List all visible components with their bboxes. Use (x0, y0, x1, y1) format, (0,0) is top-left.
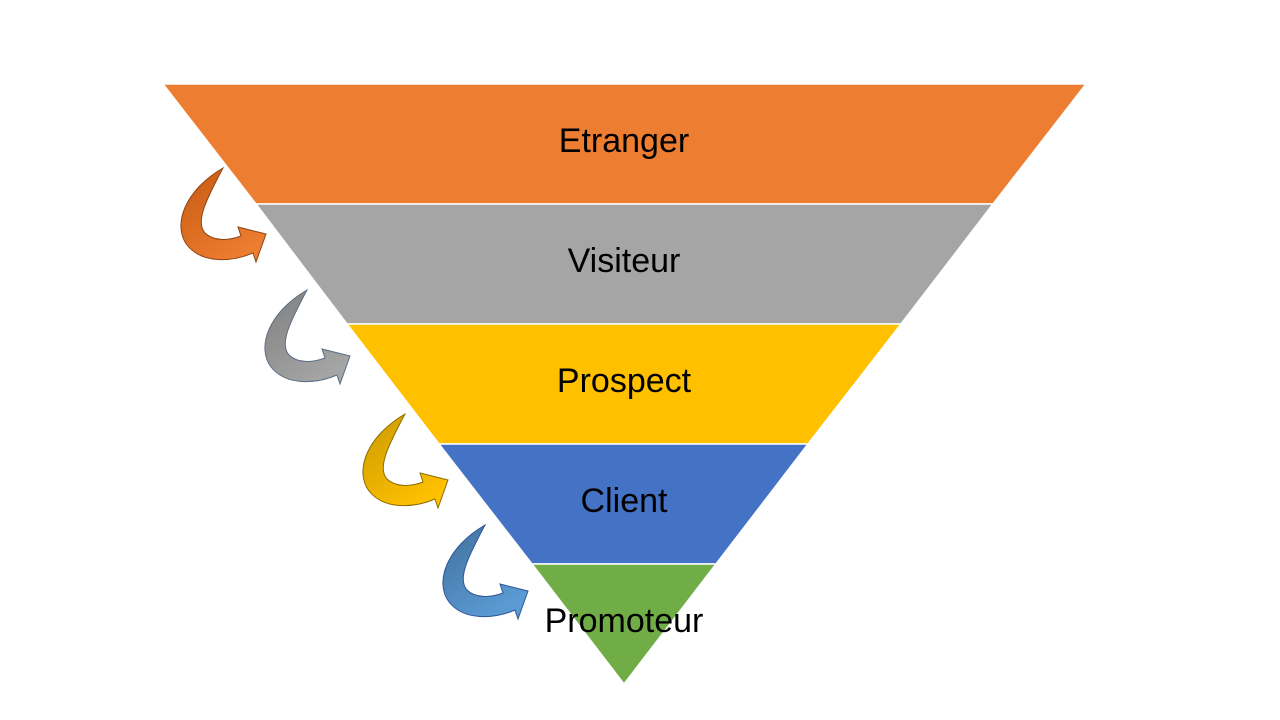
stage-label-etranger: Etranger (559, 122, 689, 160)
curved-arrow-icon (264, 288, 351, 386)
curved-arrow-icon (180, 166, 267, 264)
stage-label-prospect: Prospect (557, 362, 692, 400)
curved-arrow-icon (442, 523, 529, 621)
funnel-labels: Etranger Visiteur Prospect Client Promot… (545, 122, 704, 640)
stage-label-client: Client (581, 482, 668, 520)
funnel-stages (161, 83, 1088, 686)
transition-arrows (180, 166, 529, 621)
curved-arrow-icon (362, 412, 449, 510)
stage-label-visiteur: Visiteur (568, 242, 681, 280)
stage-label-promoteur: Promoteur (545, 602, 704, 640)
stage-band-promoteur (530, 563, 718, 686)
